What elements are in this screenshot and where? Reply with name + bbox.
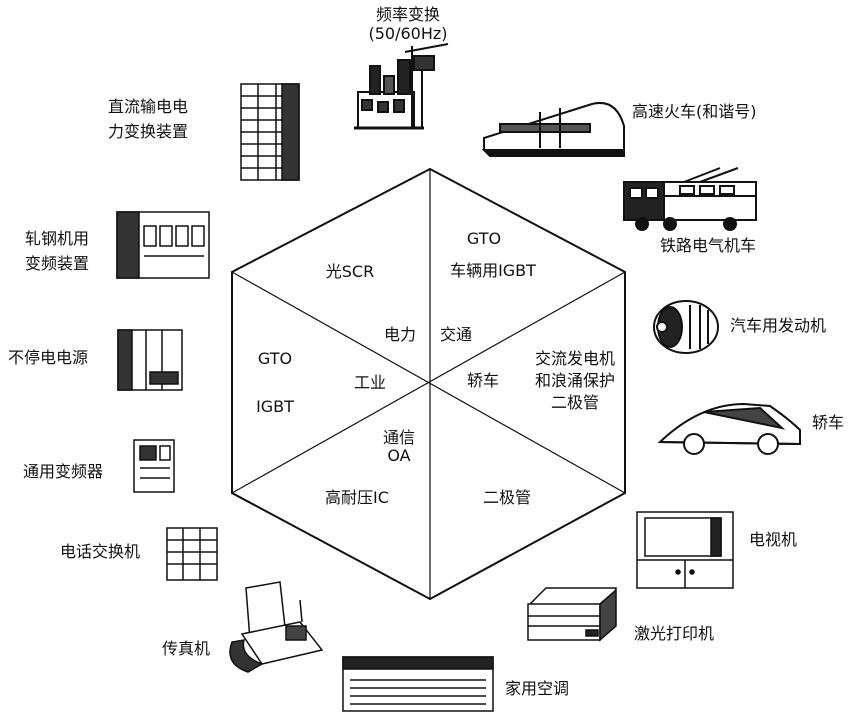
ups-icon	[117, 329, 183, 391]
app-rolling-mill-label: 轧钢机用	[25, 229, 90, 248]
app-dc-transmission-label-2: 力变换装置	[108, 122, 189, 141]
high-speed-train-icon	[481, 102, 625, 157]
sector-industry-device-2: IGBT	[256, 397, 294, 416]
sector-telecom-label-2: OA	[387, 446, 411, 465]
app-locomotive-label: 铁路电气机车	[660, 236, 757, 255]
printer-icon	[527, 587, 617, 642]
building-icon	[240, 83, 300, 181]
sector-transport-device-1: GTO	[466, 229, 502, 248]
app-freq-convert-label: 频率变换	[375, 5, 441, 24]
app-rolling-mill-label-2: 变频装置	[25, 254, 90, 273]
locomotive-icon	[623, 167, 757, 231]
app-air-conditioner-label: 家用空调	[505, 679, 570, 698]
sector-hv-device: 高耐压IC	[325, 488, 389, 507]
sector-power-label: 电力	[383, 325, 417, 344]
app-telephone-exchange-label: 电话交换机	[60, 542, 141, 561]
app-car-engine-label: 汽车用发动机	[730, 316, 827, 335]
sector-power-device: 光SCR	[325, 262, 375, 281]
sector-telecom-label: 通信	[382, 428, 416, 447]
sector-car-device-1: 交流发电机	[534, 349, 616, 368]
sector-car-device-3: 二极管	[550, 393, 600, 412]
app-freq-convert-label-2: (50/60Hz)	[368, 24, 448, 43]
sector-telecom-device: 二极管	[482, 488, 532, 507]
app-ups-label: 不停电电源	[8, 348, 89, 367]
power-plant-icon	[354, 43, 449, 130]
hexagon-diagonal-c	[231, 271, 626, 494]
car-icon	[657, 402, 801, 455]
app-fax-label: 传真机	[162, 639, 211, 658]
sector-car-label: 轿车	[466, 371, 500, 390]
sector-industry-label: 工业	[353, 373, 387, 392]
app-car-label: 轿车	[812, 413, 845, 432]
sector-transport-device-2: 车辆用IGBT	[450, 261, 536, 280]
app-high-speed-train-label: 高速火车(和谐号)	[632, 102, 757, 121]
air-conditioner-icon	[342, 656, 494, 712]
alternator-icon	[653, 300, 719, 354]
sector-car-device-2: 和浪涌保护	[534, 371, 616, 390]
fax-icon	[229, 581, 324, 673]
app-tv-label: 电视机	[749, 530, 798, 549]
rolling-mill-cabinet-icon	[116, 211, 210, 279]
app-printer-label: 激光打印机	[634, 624, 715, 643]
telephone-exchange-icon	[166, 527, 218, 581]
sector-transport-label: 交通	[439, 325, 473, 344]
app-dc-transmission-label: 直流输电电	[108, 97, 189, 116]
tv-icon	[636, 511, 734, 589]
sector-industry-device-1: GTO	[257, 349, 293, 368]
inverter-icon	[133, 439, 175, 493]
app-inverter-label: 通用变频器	[23, 462, 104, 481]
